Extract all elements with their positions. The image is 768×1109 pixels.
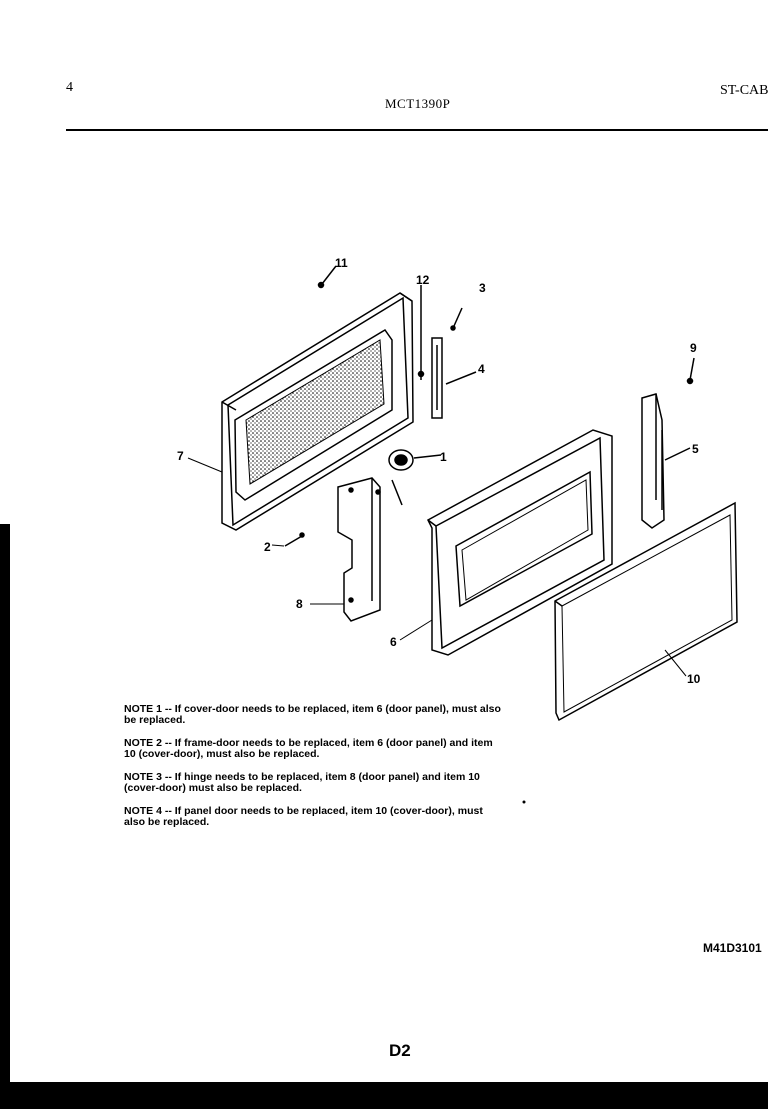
callout-9: 9	[690, 341, 697, 355]
part-knob	[388, 449, 442, 471]
note-2: NOTE 2 -- If frame-door needs to be repl…	[124, 737, 493, 760]
callout-10: 10	[687, 672, 701, 686]
leader-lines	[187, 457, 687, 677]
part-screw-11	[317, 265, 337, 289]
header-rule	[66, 129, 768, 131]
callout-4: 4	[478, 362, 485, 376]
page-label: D2	[389, 1041, 411, 1060]
callout-12: 12	[416, 273, 430, 287]
page-number: 4	[66, 80, 73, 95]
scan-edge-left	[0, 524, 10, 1087]
replacement-notes: NOTE 1 -- If cover-door needs to be repl…	[124, 704, 504, 840]
part-screw-9	[686, 357, 695, 385]
callout-6: 6	[390, 635, 397, 649]
model-code: MCT1390P	[385, 96, 451, 111]
callout-2: 2	[264, 540, 271, 554]
callout-7: 7	[177, 449, 184, 463]
callout-1: 1	[440, 450, 447, 464]
callout-3: 3	[479, 281, 486, 295]
part-hinge-plate	[337, 477, 403, 622]
callout-11: 11	[335, 256, 348, 270]
part-cover-door	[554, 501, 738, 722]
part-door-panel	[427, 429, 613, 656]
part-frame-door	[221, 292, 414, 531]
part-screw-2	[284, 532, 305, 547]
callout-5: 5	[692, 442, 699, 456]
part-hinge-bracket	[641, 393, 691, 529]
callout-8: 8	[296, 597, 303, 611]
note-1: NOTE 1 -- If cover-door needs to be repl…	[124, 703, 501, 726]
scan-speck	[522, 800, 526, 804]
drawing-id: M41D3101	[703, 941, 762, 955]
scan-edge-bottom	[0, 1082, 768, 1109]
section-code: ST-CAB	[720, 83, 768, 98]
note-3: NOTE 3 -- If hinge needs to be replaced,…	[124, 771, 480, 794]
part-latch-assembly	[417, 285, 477, 419]
note-4: NOTE 4 -- If panel door needs to be repl…	[124, 805, 483, 828]
